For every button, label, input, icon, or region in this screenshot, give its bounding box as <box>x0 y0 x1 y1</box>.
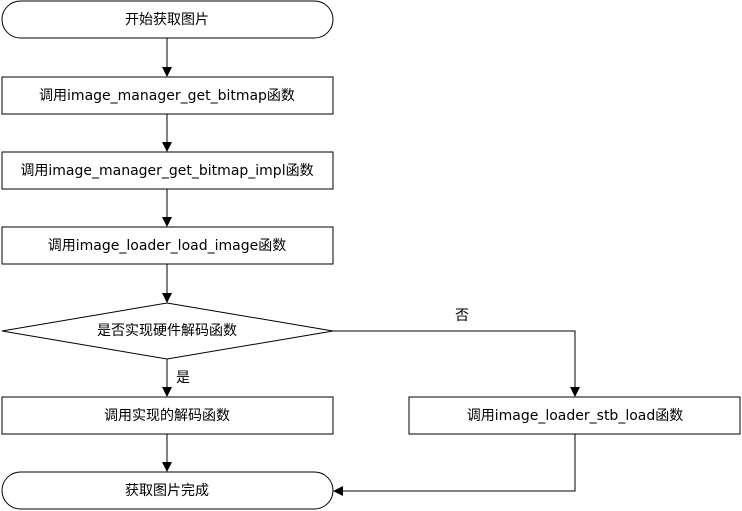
arrow-no-to-end <box>333 434 576 496</box>
process-load-image-label: 调用image_loader_load_image函数 <box>48 238 286 254</box>
process-get-bitmap-impl-label: 调用image_manager_get_bitmap_impl函数 <box>20 163 313 179</box>
process-load-image: 调用image_loader_load_image函数 <box>1 226 334 265</box>
process-get-bitmap-impl: 调用image_manager_get_bitmap_impl函数 <box>1 151 334 190</box>
yes-label: 是 <box>176 370 190 386</box>
start-label: 开始获取图片 <box>125 12 209 28</box>
no-label: 否 <box>455 308 469 324</box>
process-get-bitmap: 调用image_manager_get_bitmap函数 <box>1 76 334 115</box>
end-terminal: 获取图片完成 <box>1 471 334 510</box>
process-get-bitmap-label: 调用image_manager_get_bitmap函数 <box>39 88 295 104</box>
process-hardware-decode: 调用实现的解码函数 <box>1 396 334 435</box>
process-stb-load: 调用image_loader_stb_load函数 <box>408 396 741 435</box>
start-terminal: 开始获取图片 <box>1 0 334 39</box>
process-stb-load-label: 调用image_loader_stb_load函数 <box>467 408 684 424</box>
end-label: 获取图片完成 <box>125 483 209 499</box>
arrow-decision-no <box>333 330 580 397</box>
decision-hardware-decode: 是否实现硬件解码函数 <box>1 302 334 360</box>
decision-label: 是否实现硬件解码函数 <box>97 323 237 339</box>
process-hardware-decode-label: 调用实现的解码函数 <box>104 408 230 424</box>
